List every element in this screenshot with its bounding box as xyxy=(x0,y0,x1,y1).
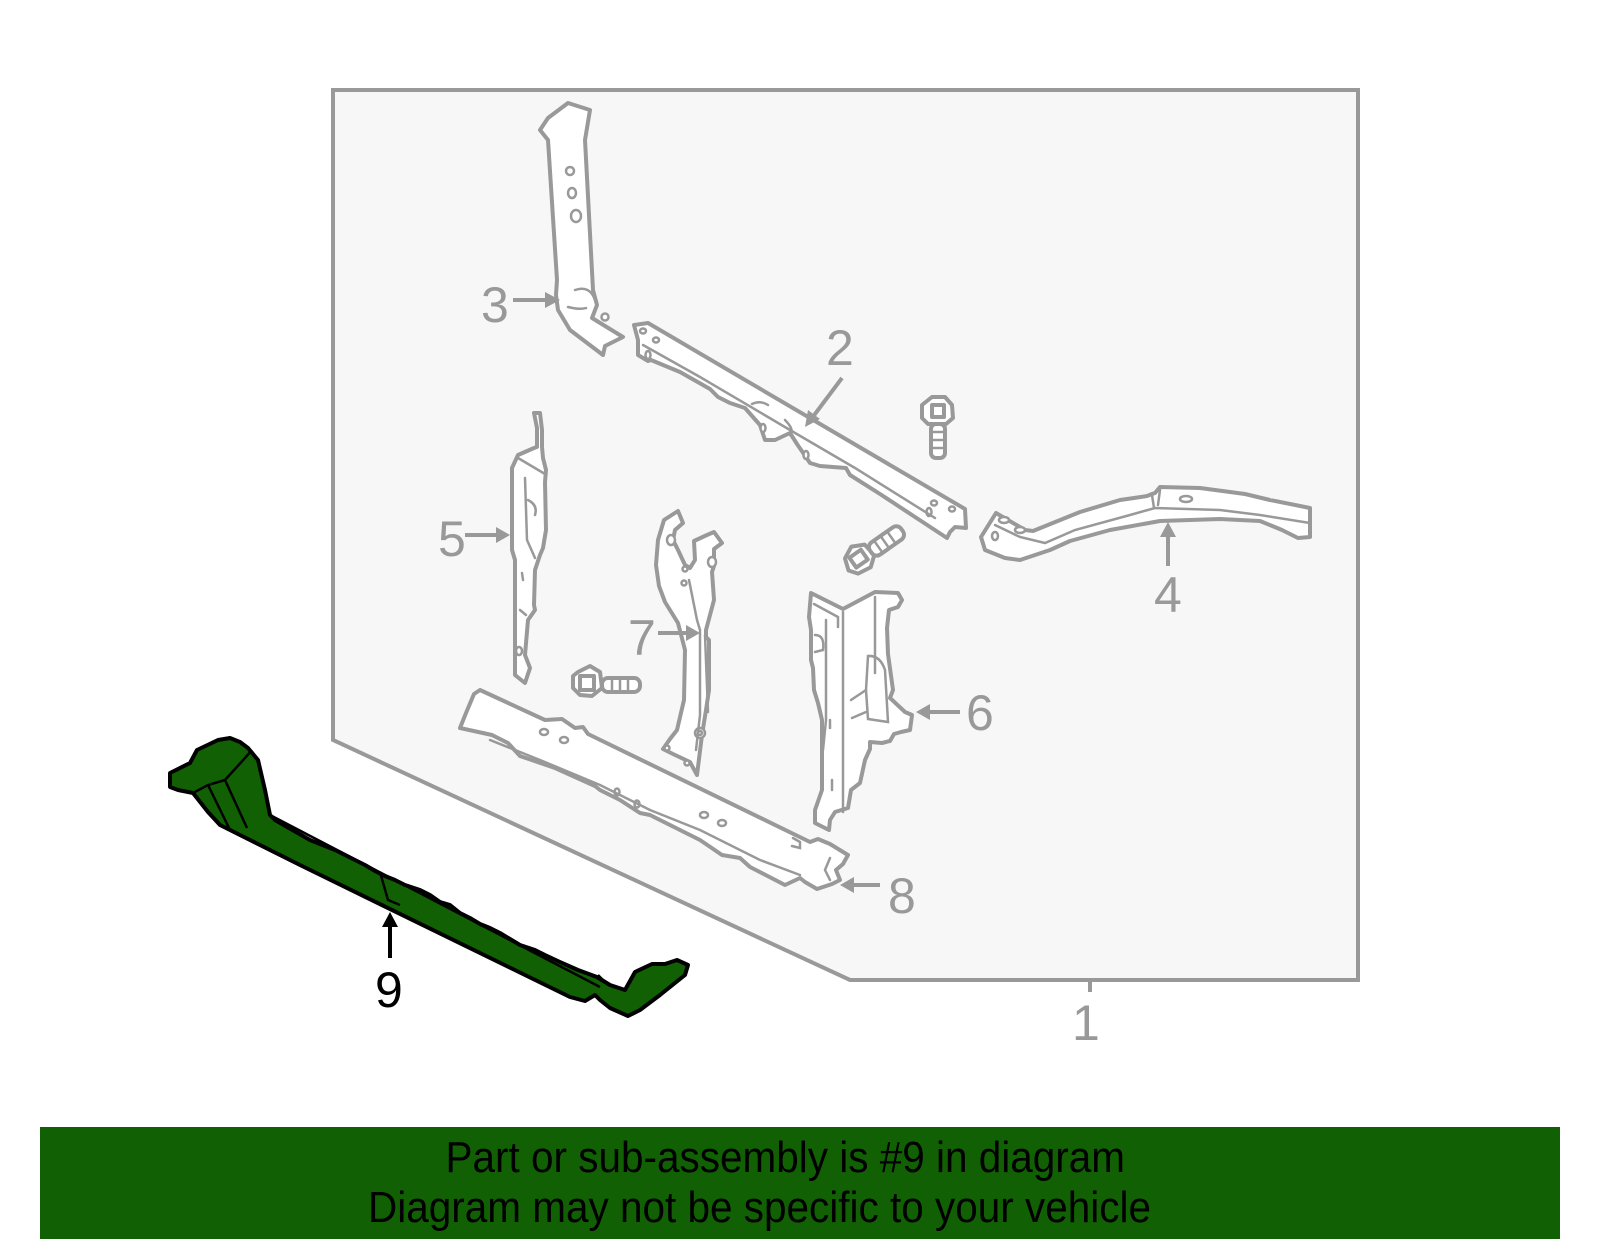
callout-7: 7 xyxy=(628,610,700,666)
part-3-upper-side-support[interactable] xyxy=(538,101,625,357)
bolt-upper-icon xyxy=(920,395,955,460)
callout-3: 3 xyxy=(481,277,560,333)
callout-4-label: 4 xyxy=(1154,567,1182,623)
callout-7-label: 7 xyxy=(628,610,656,666)
callout-5-label: 5 xyxy=(438,511,466,567)
bolt-lower-icon xyxy=(571,664,642,698)
banner-part-note: Part or sub-assembly is #9 in diagram xyxy=(445,1133,1125,1182)
callout-6: 6 xyxy=(916,685,994,741)
part-4-side-member[interactable] xyxy=(979,485,1312,562)
callout-9-label: 9 xyxy=(375,962,403,1018)
part-5-left-support[interactable] xyxy=(510,411,548,685)
callout-4: 4 xyxy=(1154,522,1182,623)
part-8-lower-crossmember[interactable] xyxy=(458,688,850,891)
part-9-highlighted-cover[interactable] xyxy=(168,736,690,1018)
callout-3-label: 3 xyxy=(481,277,509,333)
callout-6-label: 6 xyxy=(966,685,994,741)
callout-2: 2 xyxy=(805,320,854,427)
info-banner: Part or sub-assembly is #9 in diagram Di… xyxy=(40,1127,1560,1239)
callout-1: 1 xyxy=(1072,980,1100,1051)
callout-8-label: 8 xyxy=(888,868,916,924)
part-7-center-brace[interactable] xyxy=(654,509,724,777)
callout-5: 5 xyxy=(438,511,510,567)
callout-9: 9 xyxy=(375,912,403,1018)
part-6-right-support[interactable] xyxy=(807,590,914,832)
bolt-middle-icon xyxy=(842,524,906,576)
callout-1-label: 1 xyxy=(1072,995,1100,1051)
part-2-upper-crossmember[interactable] xyxy=(632,321,968,540)
callout-2-label: 2 xyxy=(826,320,854,376)
banner-disclaimer: Diagram may not be specific to your vehi… xyxy=(368,1183,1152,1232)
callout-8: 8 xyxy=(840,868,916,924)
